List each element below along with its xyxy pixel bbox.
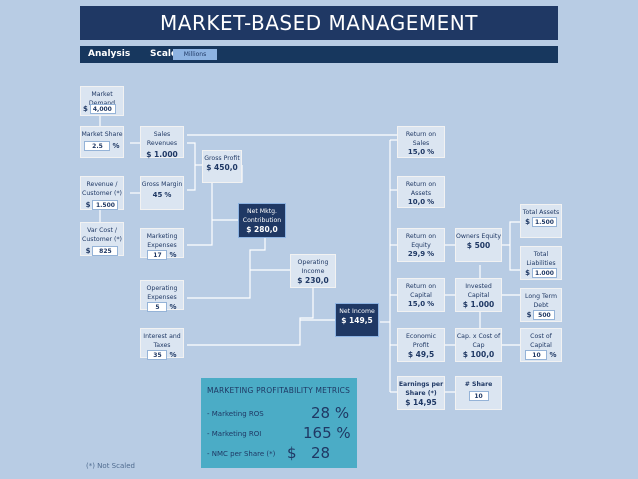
- marketing-profitability-metrics-panel: MARKETING PROFITABILITY METRICS - Market…: [201, 378, 357, 468]
- operating-income-node: Operating Income $ 230,0: [290, 254, 336, 288]
- metrics-title: MARKETING PROFITABILITY METRICS: [207, 386, 351, 395]
- metric-ros-value: 28 %: [311, 404, 350, 422]
- gross-margin-node: Gross Margin 45 %: [140, 176, 184, 210]
- marketing-expenses-node: Marketing Expenses 17 %: [140, 228, 184, 260]
- cap-cost-of-cap-node: Cap. x Cost of Cap $ 100,0: [455, 328, 502, 362]
- long-term-debt-node: Long Term Debt $ 500: [520, 288, 562, 322]
- metric-nmc-value: 28: [311, 444, 331, 462]
- shares-node: # Share 10: [455, 376, 502, 410]
- market-share-input[interactable]: 2.5: [84, 141, 111, 151]
- net-mktg-contribution-node: Net Mktg. Contribution $ 280,0: [238, 203, 286, 238]
- operating-expenses-input[interactable]: 5: [147, 302, 168, 312]
- operating-expenses-node: Operating Expenses 5 %: [140, 280, 184, 312]
- connector: [509, 221, 520, 271]
- invested-capital-node: Invested Capital $ 1.000: [455, 278, 502, 312]
- analysis-bar: Analysis Scale Millions: [80, 46, 558, 63]
- owners-equity-node: Owners Equity $ 500: [455, 228, 502, 262]
- cost-of-capital-node: Cost of Capital 10 %: [520, 328, 562, 362]
- net-income-node: Net Income $ 149,5: [335, 303, 379, 337]
- sales-revenues-node: Sales Revenues $ 1.000: [140, 126, 184, 159]
- earnings-per-share-node: Earnings per Share (*) $ 14,95: [397, 376, 445, 410]
- revenue-per-customer-node: Revenue / Customer (*) $ 1.500: [80, 176, 124, 210]
- long-term-debt-input[interactable]: 500: [533, 310, 556, 320]
- connector: [187, 238, 266, 299]
- market-demand-input[interactable]: 4,000: [89, 104, 116, 114]
- interest-taxes-node: Interest and Taxes 35 %: [140, 328, 184, 360]
- interest-taxes-input[interactable]: 35: [147, 350, 168, 360]
- metric-nmc-prefix: $: [287, 444, 297, 462]
- total-assets-node: Total Assets $ 1.500: [520, 204, 562, 238]
- gross-profit-node: Gross Profit $ 450,0: [202, 150, 242, 183]
- metric-ros-label: - Marketing ROS: [207, 410, 264, 418]
- shares-input[interactable]: 10: [468, 391, 489, 401]
- page-title: MARKET-BASED MANAGEMENT: [80, 6, 558, 40]
- footnote: (*) Not Scaled: [86, 462, 135, 470]
- return-on-equity-node: Return on Equity 29,9 %: [397, 228, 445, 262]
- return-on-capital-node: Return on Capital 15,0 %: [397, 278, 445, 312]
- metric-roi-label: - Marketing ROI: [207, 430, 262, 438]
- total-liabilities-node: Total Liabilities $ 1.000: [520, 246, 562, 280]
- revenue-per-customer-input[interactable]: 1.500: [92, 200, 119, 210]
- scale-label: Scale: [150, 49, 178, 59]
- var-cost-per-customer-node: Var Cost / Customer (*) $ 825: [80, 222, 124, 256]
- connector: [187, 142, 196, 191]
- market-demand-row: $ 4,000: [83, 104, 116, 114]
- analysis-label: Analysis: [88, 49, 131, 59]
- marketing-expenses-input[interactable]: 17: [147, 250, 168, 260]
- metric-nmc-label: - NMC per Share (*): [207, 450, 276, 458]
- return-on-sales-node: Return on Sales 15,0 %: [397, 126, 445, 158]
- cost-of-capital-input[interactable]: 10: [525, 350, 548, 360]
- economic-profit-node: Economic Profit $ 49,5: [397, 328, 445, 362]
- total-liabilities-input[interactable]: 1.000: [531, 268, 557, 278]
- return-on-assets-node: Return on Assets 10,0 %: [397, 176, 445, 208]
- market-share-node: Market Share 2.5 %: [80, 126, 124, 158]
- scale-dropdown[interactable]: Millions: [173, 49, 217, 60]
- connector: [187, 288, 314, 346]
- metric-roi-value: 165 %: [303, 424, 351, 442]
- var-cost-per-customer-input[interactable]: 825: [92, 246, 119, 256]
